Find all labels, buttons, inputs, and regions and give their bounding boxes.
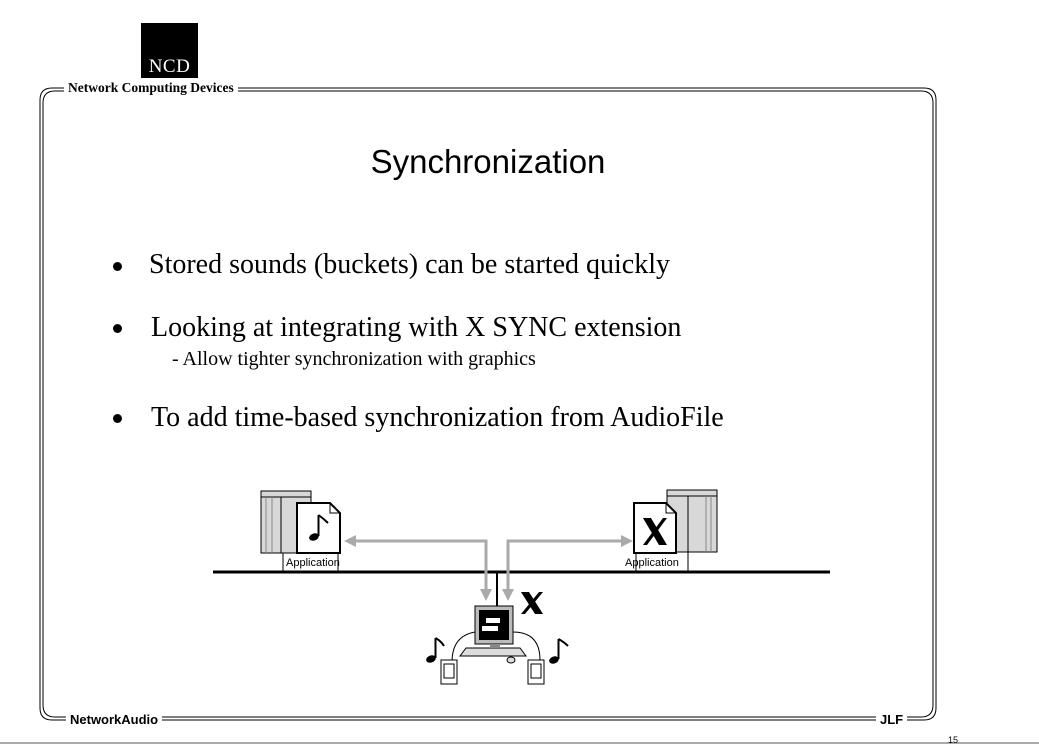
bullet-item: To add time-based synchronization from A…: [151, 402, 724, 433]
sub-bullet-item: - Allow tighter synchronization with gra…: [172, 348, 536, 370]
bullet-dot: [113, 324, 122, 333]
x-logo-icon: [633, 502, 677, 554]
bullet-dot: [113, 262, 122, 271]
logo-text: NCD: [148, 56, 191, 77]
music-note-icon: [549, 638, 569, 664]
bullet-dot: [113, 414, 122, 423]
music-note-icon: [426, 637, 445, 663]
bullet-item: Stored sounds (buckets) can be started q…: [149, 249, 670, 280]
music-note-icon: [296, 502, 341, 554]
right-application-label: Application: [625, 557, 679, 569]
left-speaker-icon: [440, 659, 458, 685]
bullet-item: Looking at integrating with X SYNC exten…: [151, 312, 682, 343]
left-application-label: Application: [286, 557, 340, 569]
footer-author: JLF: [876, 712, 908, 727]
ncd-logo: NCD: [141, 23, 198, 78]
right-speaker-icon: [527, 659, 545, 685]
x-label-icon: [521, 592, 543, 614]
company-name: Network Computing Devices: [64, 80, 238, 96]
slide-title: Synchronization: [370, 143, 606, 180]
page-number: 15: [948, 735, 959, 745]
footer-product-name: NetworkAudio: [66, 712, 163, 727]
x-terminal-icon: [459, 605, 527, 664]
